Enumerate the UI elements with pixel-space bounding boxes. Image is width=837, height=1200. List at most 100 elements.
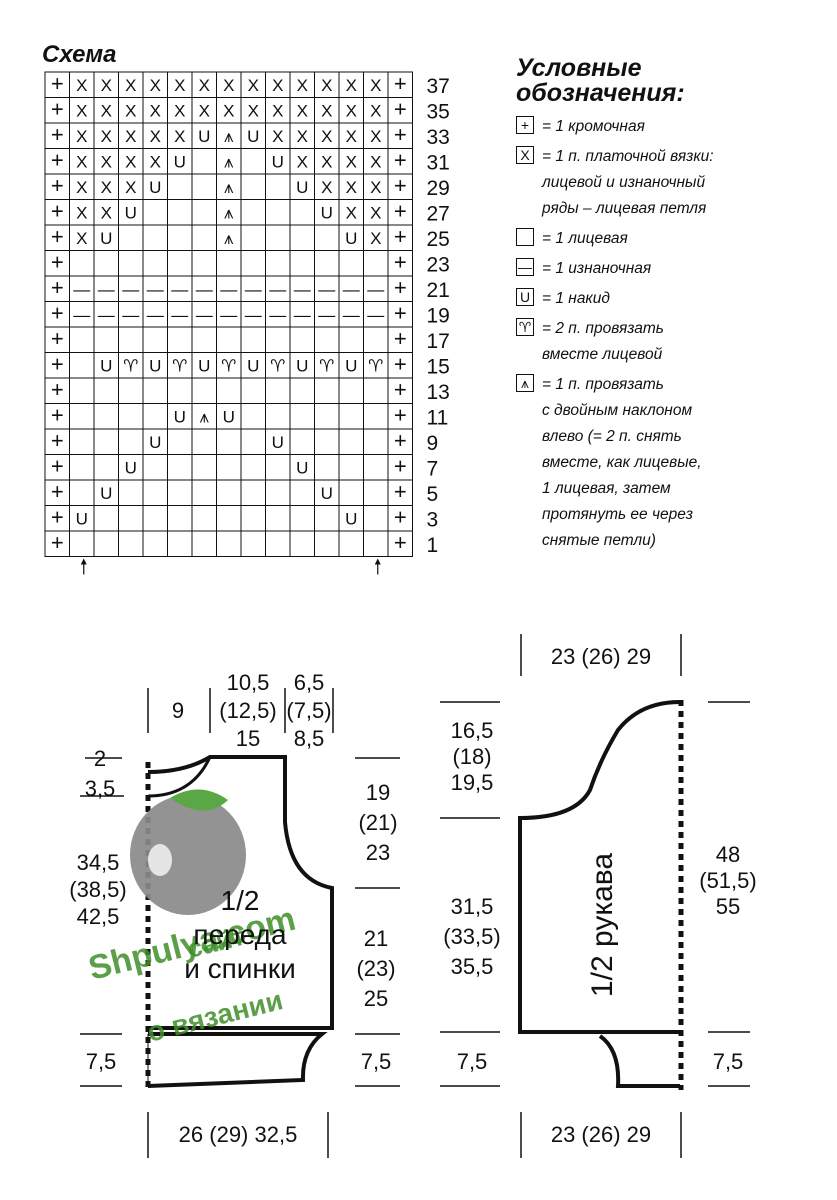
knit-stitch	[69, 479, 95, 506]
yarn-over: U	[93, 352, 119, 379]
edge-stitch: +	[387, 377, 413, 404]
garter-stitch: X	[338, 97, 364, 124]
knit-stitch	[93, 530, 119, 557]
garter-stitch: X	[314, 71, 340, 98]
svg-text:—: —	[269, 280, 286, 299]
knit-stitch	[167, 428, 193, 455]
svg-text:X: X	[248, 76, 259, 95]
svg-text:—: —	[196, 305, 213, 324]
yarn-over: U	[338, 224, 364, 251]
purl-stitch: —	[69, 301, 95, 328]
svg-text:U: U	[272, 152, 284, 171]
edge-stitch: +	[387, 198, 413, 226]
svg-text:⩚: ⩚	[199, 407, 209, 426]
knit-stitch	[363, 479, 389, 506]
svg-text:U: U	[125, 203, 137, 222]
knit-stitch	[240, 505, 266, 532]
garter-stitch: X	[240, 71, 266, 98]
knit-stitch	[240, 403, 266, 430]
knit-stitch	[314, 403, 340, 430]
knit-stitch	[289, 479, 315, 506]
knit-stitch	[338, 479, 364, 506]
garter-stitch: X	[69, 173, 95, 200]
yarn-over: U	[240, 352, 266, 379]
garter-stitch: X	[93, 97, 119, 124]
yarn-over: U	[338, 352, 364, 379]
knit-stitch	[265, 173, 291, 200]
svg-text:X: X	[199, 76, 210, 95]
svg-text:—: —	[245, 305, 262, 324]
row-number: 11	[427, 406, 449, 429]
svg-text:+: +	[394, 275, 407, 300]
yarn-cone-hole	[148, 844, 172, 876]
double-decrease-stitch: ⩚	[216, 199, 242, 226]
legend-item: = 1 лицевая	[516, 226, 826, 252]
garter-stitch: X	[289, 71, 315, 98]
garter-stitch: X	[216, 71, 242, 98]
svg-text:+: +	[394, 402, 407, 427]
knit-stitch	[69, 377, 95, 404]
double-decrease-stitch: ⩚	[191, 403, 217, 430]
k2tog-stitch: ♈	[118, 352, 144, 379]
knit-stitch	[289, 428, 315, 455]
sleeve-total-length-label: 48(51,5)55	[699, 842, 756, 919]
knit-stitch	[363, 530, 389, 557]
svg-text:U: U	[345, 229, 357, 248]
knit-stitch	[118, 224, 144, 251]
svg-text:+: +	[394, 453, 407, 478]
sleeve-bottom-width-label: 23 (26) 29	[551, 1122, 651, 1147]
knit-stitch	[265, 530, 291, 557]
edge-stitch: +	[387, 147, 413, 175]
edge-stitch: +	[387, 275, 413, 302]
purl-stitch: —	[93, 301, 119, 328]
knit-stitch	[142, 479, 168, 506]
garter-stitch: X	[363, 97, 389, 124]
neck-width-label-2: 6,5(7,5)8,5	[286, 670, 331, 751]
knit-stitch	[93, 454, 119, 481]
edge-stitch: +	[44, 504, 70, 532]
knit-stitch	[216, 428, 242, 455]
svg-text:U: U	[296, 178, 308, 197]
svg-text:X: X	[125, 101, 136, 120]
knit-stitch	[93, 428, 119, 455]
row-number: 3	[427, 508, 439, 531]
legend-title: Условные обозначения:	[516, 54, 685, 107]
edge-stitch: +	[44, 198, 70, 226]
edge-stitch: +	[387, 122, 413, 149]
svg-text:U: U	[149, 356, 161, 375]
edge-stitch: +	[387, 326, 413, 353]
svg-text:+: +	[394, 530, 407, 555]
svg-text:U: U	[174, 407, 186, 426]
knit-stitch	[167, 505, 193, 532]
legend-item: U= 1 накид	[516, 286, 826, 312]
knit-stitch	[191, 199, 217, 226]
knit-stitch	[314, 250, 340, 277]
edge-stitch: +	[44, 173, 70, 200]
svg-text:+: +	[51, 402, 64, 427]
knit-stitch	[118, 479, 144, 506]
knit-stitch	[216, 530, 242, 557]
garter-stitch: X	[338, 173, 364, 200]
knit-stitch	[314, 377, 340, 404]
garter-stitch: X	[191, 71, 217, 98]
svg-text:X: X	[150, 127, 161, 146]
knit-stitch	[93, 377, 119, 404]
garter-stitch: X	[338, 199, 364, 226]
legend-item-text: = 1 кромочная	[542, 118, 645, 135]
knit-stitch	[363, 250, 389, 277]
svg-text:X: X	[125, 152, 136, 171]
knit-stitch	[289, 224, 315, 251]
knit-stitch	[289, 505, 315, 532]
repeat-markers	[80, 558, 381, 575]
yarn-over: U	[265, 428, 291, 455]
svg-text:X: X	[76, 203, 87, 222]
yarn-over: U	[69, 505, 95, 532]
shoulder-width-label: 9	[172, 698, 184, 723]
double-decrease-stitch: ⩚	[216, 148, 242, 175]
row-number: 21	[427, 279, 450, 302]
purl-stitch: —	[93, 275, 119, 302]
knit-stitch	[265, 505, 291, 532]
